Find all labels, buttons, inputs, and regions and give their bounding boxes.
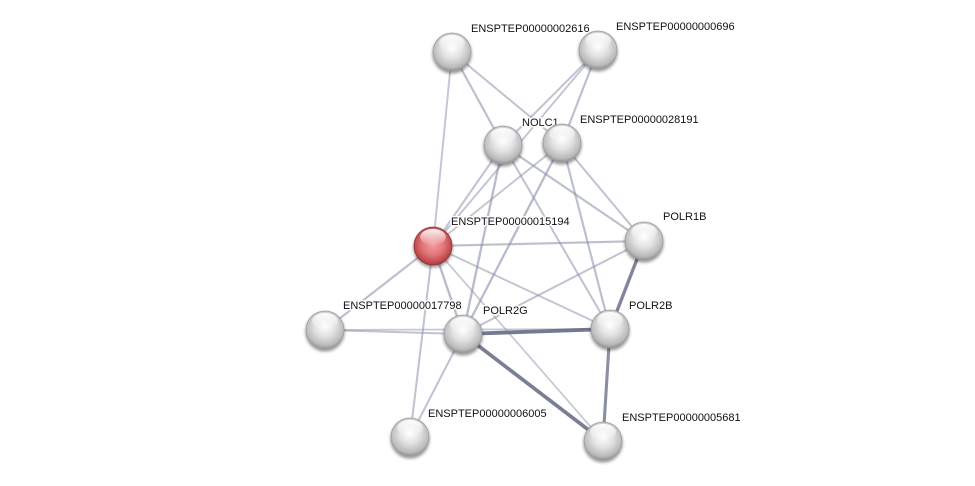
edge-ensptep00000028191-polr2g[interactable]: [461, 141, 564, 336]
edge-polr2g-polr2b[interactable]: [461, 327, 612, 336]
node-label: ENSPTEP00000002616: [471, 23, 590, 35]
node-gloss-highlight: [549, 126, 575, 142]
node-gloss-highlight: [420, 229, 446, 245]
node-label: ENSPTEP00000015194: [451, 216, 570, 228]
node-gloss-highlight: [450, 317, 476, 333]
node-label: ENSPTEP00000000696: [616, 21, 735, 33]
node-ensptep00000000696[interactable]: ENSPTEP00000000696: [578, 20, 736, 70]
node-gloss-highlight: [312, 313, 338, 329]
edge-ensptep00000015194-ensptep00000006005[interactable]: [408, 244, 435, 439]
edge-ensptep00000002616-ensptep00000028191[interactable]: [450, 50, 564, 145]
node-gloss-highlight: [597, 312, 623, 328]
edge-polr1b-polr2g[interactable]: [461, 239, 646, 336]
edge-nolc1-polr1b[interactable]: [501, 143, 646, 243]
node-ensptep00000015194[interactable]: ENSPTEP00000015194: [413, 215, 571, 266]
edge-ensptep00000028191-polr2b[interactable]: [560, 141, 612, 331]
node-ensptep00000006005[interactable]: ENSPTEP00000006005: [390, 407, 548, 457]
node-layer: ENSPTEP00000002616 ENSPTEP00000000696NOLC…: [305, 20, 742, 461]
node-label: ENSPTEP00000028191: [580, 114, 699, 126]
node-label: NOLC1: [522, 117, 559, 129]
node-gloss-highlight: [397, 420, 423, 436]
edge-ensptep00000028191-polr1b[interactable]: [560, 141, 646, 243]
edge-nolc1-polr2b[interactable]: [501, 143, 612, 331]
node-nolc1[interactable]: NOLC1: [483, 116, 560, 165]
node-label: POLR2B: [629, 300, 672, 312]
edge-polr2g-ensptep00000005681[interactable]: [461, 332, 605, 443]
edge-ensptep00000002616-ensptep00000015194[interactable]: [432, 51, 453, 247]
edge-nolc1-ensptep00000015194[interactable]: [431, 143, 505, 248]
node-polr2g[interactable]: POLR2G: [443, 304, 529, 354]
edge-ensptep00000015194-polr2b[interactable]: [432, 245, 611, 330]
node-ensptep00000017798[interactable]: ENSPTEP00000017798: [305, 299, 463, 350]
node-gloss-highlight: [490, 128, 516, 144]
node-ensptep00000028191[interactable]: ENSPTEP00000028191: [542, 113, 700, 163]
node-gloss-highlight: [439, 35, 465, 51]
node-ensptep00000002616[interactable]: ENSPTEP00000002616: [432, 22, 591, 72]
edge-ensptep00000015194-ensptep00000005681[interactable]: [432, 245, 604, 442]
node-label: ENSPTEP00000005681: [622, 412, 741, 424]
edge-ensptep00000028191-ensptep00000015194[interactable]: [432, 142, 563, 247]
node-ensptep00000005681[interactable]: ENSPTEP00000005681: [583, 411, 742, 461]
edge-nolc1-polr2g[interactable]: [461, 143, 505, 336]
edge-layer: [323, 48, 646, 443]
edge-ensptep00000017798-polr2g[interactable]: [323, 328, 465, 336]
node-gloss-highlight: [590, 424, 616, 440]
edge-ensptep00000015194-polr1b[interactable]: [431, 239, 646, 248]
node-gloss-highlight: [631, 224, 657, 240]
edge-ensptep00000015194-ensptep00000017798[interactable]: [323, 244, 435, 332]
node-label: ENSPTEP00000006005: [428, 408, 547, 420]
node-polr1b[interactable]: POLR1B: [624, 210, 708, 261]
node-label: POLR1B: [663, 211, 706, 223]
edge-ensptep00000000696-nolc1[interactable]: [501, 48, 600, 147]
node-label: POLR2G: [483, 305, 528, 317]
node-polr2b[interactable]: POLR2B: [590, 299, 674, 349]
node-label: ENSPTEP00000017798: [343, 300, 462, 312]
node-gloss-highlight: [585, 33, 611, 49]
